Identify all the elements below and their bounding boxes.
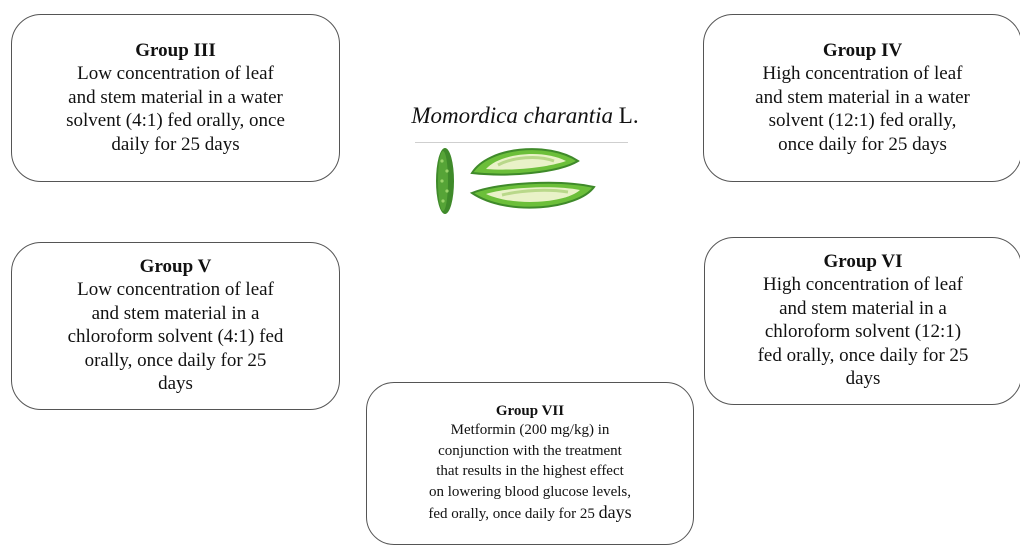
bitter-melon-illustration: [428, 143, 600, 221]
group-iii-description: Low concentration of leaf and stem mater…: [66, 62, 285, 156]
diagram-center-title: Momordica charantia L.: [370, 102, 680, 130]
group-iv-description: High concentration of leaf and stem mate…: [755, 62, 970, 156]
group-vi-description: High concentration of leaf and stem mate…: [758, 273, 969, 391]
group-iii-title: Group III: [135, 40, 215, 62]
species-name: Momordica charantia: [411, 103, 613, 128]
whole-fruit-icon: [436, 148, 454, 214]
group-vii-box: Group VII Metformin (200 mg/kg) in conju…: [366, 382, 694, 545]
group-vii-title: Group VII: [496, 402, 564, 420]
sliced-fruit-lower-icon: [472, 183, 594, 208]
group-iv-box: Group IV High concentration of leaf and …: [703, 14, 1020, 182]
group-vi-box: Group VI High concentration of leaf and …: [704, 237, 1020, 405]
group-v-title: Group V: [140, 256, 212, 278]
group-iii-box: Group III Low concentration of leaf and …: [11, 14, 340, 182]
group-v-description: Low concentration of leaf and stem mater…: [68, 278, 284, 396]
group-v-box: Group V Low concentration of leaf and st…: [11, 242, 340, 410]
group-vii-description: Metformin (200 mg/kg) in conjunction wit…: [428, 420, 631, 525]
group-iv-title: Group IV: [823, 40, 902, 62]
group-vi-title: Group VI: [823, 251, 902, 273]
sliced-fruit-upper-icon: [472, 149, 578, 174]
group-vii-description-end: days: [599, 502, 632, 522]
species-author: L.: [619, 103, 639, 128]
